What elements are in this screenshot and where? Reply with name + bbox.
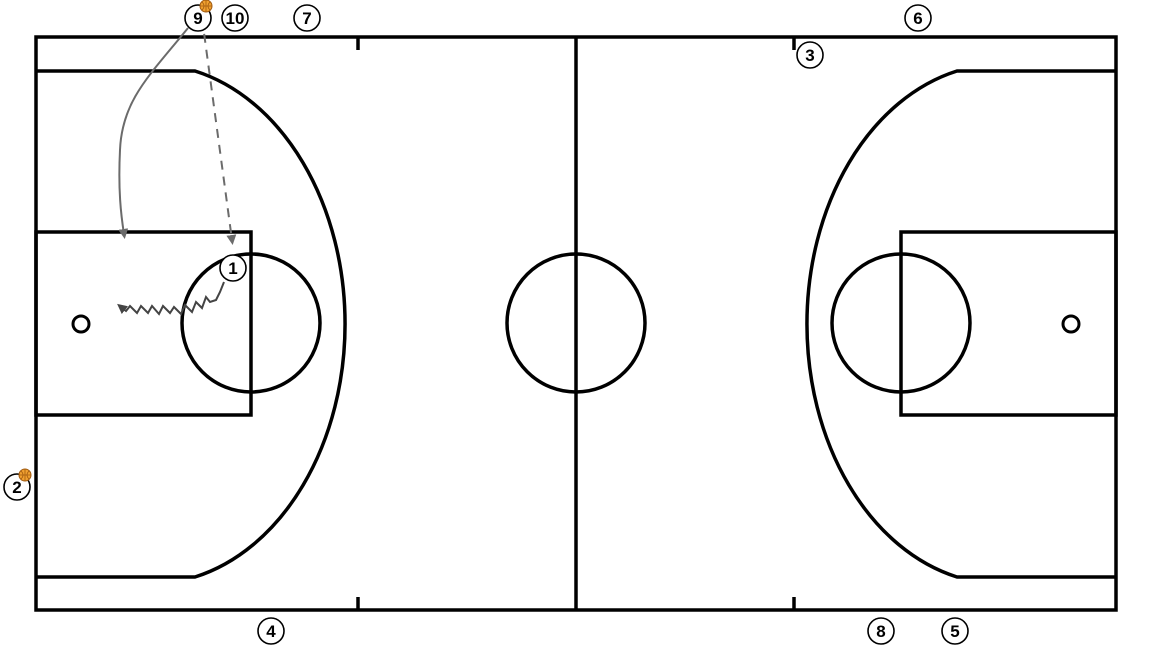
hoop-left xyxy=(71,314,91,334)
player-3: 3 xyxy=(796,41,824,69)
free-throw-circle-left xyxy=(180,252,322,394)
three-point-line-right xyxy=(805,69,1116,579)
pass-path-9-to-1 xyxy=(201,17,237,245)
cut-path-player-9 xyxy=(118,27,189,239)
key-right xyxy=(899,230,1118,417)
player-1-number: 1 xyxy=(228,259,237,278)
player-5: 5 xyxy=(941,617,969,645)
player-9: 9 xyxy=(184,0,213,32)
player-8-number: 8 xyxy=(876,622,885,641)
player-10: 10 xyxy=(221,4,249,32)
player-2: 2 xyxy=(3,468,32,501)
player-10-number: 10 xyxy=(226,9,245,28)
player-3-number: 3 xyxy=(805,46,814,65)
player-9-number: 9 xyxy=(193,9,202,28)
dribble-path-player-1 xyxy=(117,281,225,316)
player-6-number: 6 xyxy=(913,9,922,28)
free-throw-circle-right xyxy=(830,252,972,394)
hoop-right xyxy=(1061,314,1081,334)
player-1: 1 xyxy=(219,254,247,282)
key-left xyxy=(34,230,253,417)
player-4: 4 xyxy=(257,617,285,645)
center-circle xyxy=(505,252,647,394)
player-4-number: 4 xyxy=(266,622,276,641)
player-5-number: 5 xyxy=(950,622,959,641)
basketball-icon xyxy=(18,468,32,482)
three-point-line-left xyxy=(36,69,347,579)
player-8: 8 xyxy=(867,617,895,645)
player-2-number: 2 xyxy=(12,478,21,497)
player-7: 7 xyxy=(293,4,321,32)
basketball-icon xyxy=(199,0,213,13)
player-6: 6 xyxy=(904,4,932,32)
player-7-number: 7 xyxy=(302,9,311,28)
